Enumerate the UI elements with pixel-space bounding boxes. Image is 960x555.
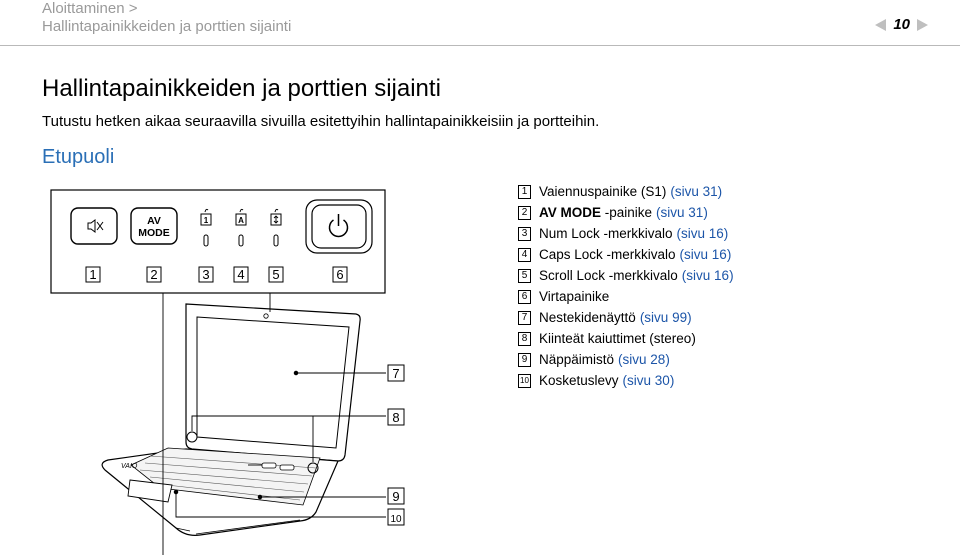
legend-page-link[interactable]: (sivu 31)	[670, 184, 723, 199]
av-mode-label-top: AV	[147, 215, 161, 227]
legend-number: 1	[518, 184, 531, 199]
legend-number: 5	[518, 268, 531, 283]
breadcrumb-parent[interactable]: Aloittaminen >	[42, 0, 138, 17]
legend-label: Num Lock -merkkivalo	[539, 226, 673, 241]
legend-page-link[interactable]: (sivu 16)	[676, 226, 729, 241]
control-panel-frame	[50, 189, 386, 294]
legend-label: Caps Lock -merkkivalo	[539, 247, 676, 262]
caps-lock-indicator: A	[235, 208, 247, 247]
av-mode-button	[130, 207, 178, 245]
svg-text:A: A	[238, 216, 244, 225]
legend-item: 6 Virtapainike	[518, 286, 734, 307]
callout-5: 5	[272, 267, 279, 282]
power-button	[311, 204, 367, 249]
brand-logo: VAIO	[121, 463, 138, 470]
legend-number: 4	[518, 247, 531, 262]
legend-number: 6	[518, 289, 531, 304]
legend-item: 9 Näppäimistö (sivu 28)	[518, 349, 734, 370]
callout-1: 1	[89, 267, 96, 282]
av-mode-label-bottom: MODE	[138, 227, 170, 239]
legend-label: Kiinteät kaiuttimet (stereo)	[539, 331, 696, 346]
leader-lines	[162, 293, 386, 555]
legend-number: 10	[518, 373, 531, 388]
legend-label: Kosketuslevy	[539, 373, 619, 388]
mute-icon	[87, 219, 104, 233]
intro-text: Tutustu hetken aikaa seuraavilla sivuill…	[42, 113, 600, 130]
legend-page-link[interactable]: (sivu 99)	[639, 310, 692, 325]
legend-item: 10 Kosketuslevy (sivu 30)	[518, 370, 734, 391]
callout-4: 4	[237, 267, 244, 282]
legend-page-link[interactable]: (sivu 31)	[656, 205, 708, 220]
legend-page-link[interactable]: (sivu 16)	[681, 268, 734, 283]
legend-number: 9	[518, 352, 531, 367]
svg-text:1: 1	[204, 216, 209, 225]
legend-number: 7	[518, 310, 531, 325]
mute-button	[70, 207, 118, 245]
power-button-bezel	[305, 199, 373, 254]
page-navigation: 10	[875, 16, 928, 33]
page-title: Hallintapainikkeiden ja porttien sijaint…	[42, 75, 441, 102]
callout-10: 10	[390, 514, 402, 525]
legend-number: 3	[518, 226, 531, 241]
legend-label-bold: AV MODE	[539, 205, 602, 220]
component-legend: 1 Vaiennuspainike (S1) (sivu 31) 2 AV MO…	[518, 181, 734, 391]
legend-item: 4 Caps Lock -merkkivalo (sivu 16)	[518, 244, 734, 265]
legend-page-link[interactable]: (sivu 28)	[618, 352, 670, 367]
legend-label: Nestekidenäyttö	[539, 310, 636, 325]
page-header: Aloittaminen > Hallintapainikkeiden ja p…	[0, 0, 960, 46]
legend-label-suffix: -painike	[601, 205, 653, 220]
legend-number: 8	[518, 331, 531, 346]
legend-item: 2 AV MODE -painike (sivu 31)	[518, 202, 734, 223]
legend-label: Virtapainike	[539, 289, 610, 304]
legend-item: 7 Nestekidenäyttö (sivu 99)	[518, 307, 734, 328]
legend-item: 1 Vaiennuspainike (S1) (sivu 31)	[518, 181, 734, 202]
legend-page-link[interactable]: (sivu 30)	[622, 373, 675, 388]
page-number: 10	[893, 16, 910, 33]
next-page-arrow-icon[interactable]	[917, 18, 928, 31]
legend-item: 3 Num Lock -merkkivalo (sivu 16)	[518, 223, 734, 244]
legend-page-link[interactable]: (sivu 16)	[679, 247, 732, 262]
callout-6: 6	[336, 267, 343, 282]
num-lock-indicator: 1	[200, 208, 212, 247]
laptop-illustration	[101, 303, 361, 536]
legend-label: Näppäimistö	[539, 352, 615, 367]
legend-label: Scroll Lock -merkkivalo	[539, 268, 678, 283]
callout-2: 2	[150, 267, 157, 282]
callout-9: 9	[392, 489, 399, 504]
previous-page-arrow-icon[interactable]	[875, 18, 887, 31]
section-title: Etupuoli	[42, 146, 115, 168]
power-icon	[328, 214, 349, 238]
legend-item: 5 Scroll Lock -merkkivalo (sivu 16)	[518, 265, 734, 286]
callout-7: 7	[392, 366, 399, 381]
legend-label: Vaiennuspainike (S1)	[539, 184, 667, 199]
breadcrumb-current[interactable]: Hallintapainikkeiden ja porttien sijaint…	[42, 18, 292, 35]
callout-3: 3	[202, 267, 209, 282]
legend-label: AV MODE -painike	[539, 205, 652, 220]
scroll-lock-indicator	[270, 208, 282, 247]
legend-number: 2	[518, 205, 531, 220]
callout-8: 8	[392, 410, 399, 425]
legend-item: 8 Kiinteät kaiuttimet (stereo)	[518, 328, 734, 349]
